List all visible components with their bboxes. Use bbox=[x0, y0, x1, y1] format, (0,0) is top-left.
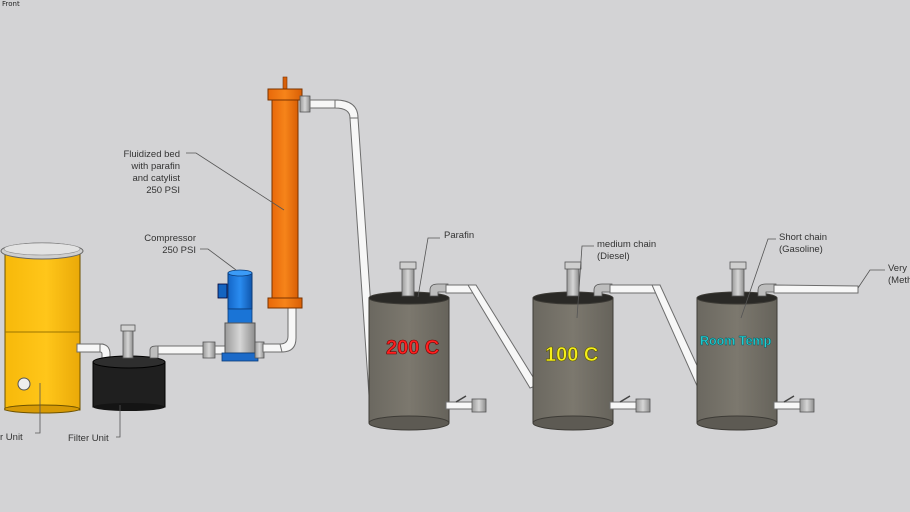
label-very-2: (Meth bbox=[888, 275, 910, 286]
pipe-filter-to-compressor bbox=[157, 341, 230, 359]
label-water-unit: r Unit bbox=[0, 432, 23, 443]
temp-room: Room Temp bbox=[700, 334, 772, 348]
temp-100c: 100 C bbox=[545, 344, 598, 366]
label-very-1: Very bbox=[888, 263, 907, 274]
tank-parafin bbox=[368, 261, 487, 431]
label-medium-chain-2: (Diesel) bbox=[597, 251, 630, 262]
label-bed-1: Fluidized bed bbox=[123, 149, 180, 160]
leader-lines bbox=[35, 152, 885, 438]
label-short-chain-1: Short chain bbox=[779, 232, 827, 243]
label-short-chain-2: (Gasoline) bbox=[779, 244, 823, 255]
drain-port bbox=[17, 377, 31, 391]
temp-200c: 200 C bbox=[386, 337, 439, 359]
pipe-bed-to-tank1 bbox=[299, 95, 379, 411]
label-bed-3: and catylist bbox=[132, 173, 180, 184]
label-filter-unit: Filter Unit bbox=[68, 433, 109, 444]
label-parafin: Parafin bbox=[444, 230, 474, 241]
pipe-tank2-to-tank3 bbox=[609, 284, 707, 389]
tank-medium-chain bbox=[532, 261, 651, 431]
view-label: Front bbox=[2, 0, 20, 8]
compressor-pump bbox=[217, 269, 265, 362]
filter-unit bbox=[92, 324, 166, 411]
pipe-compressor-to-bed bbox=[262, 304, 297, 353]
water-unit-tank bbox=[0, 242, 84, 414]
pipe-tank3-outlet bbox=[773, 284, 859, 294]
fluidized-bed-column bbox=[267, 76, 303, 309]
tank-short-chain bbox=[696, 261, 815, 431]
label-medium-chain-1: medium chain bbox=[597, 239, 656, 250]
label-compressor-2: 250 PSI bbox=[162, 245, 196, 256]
label-bed-4: 250 PSI bbox=[146, 185, 180, 196]
label-compressor-1: Compressor bbox=[144, 233, 196, 244]
pipe-tank1-to-tank2 bbox=[445, 284, 539, 389]
label-bed-2: with parafin bbox=[130, 161, 180, 172]
